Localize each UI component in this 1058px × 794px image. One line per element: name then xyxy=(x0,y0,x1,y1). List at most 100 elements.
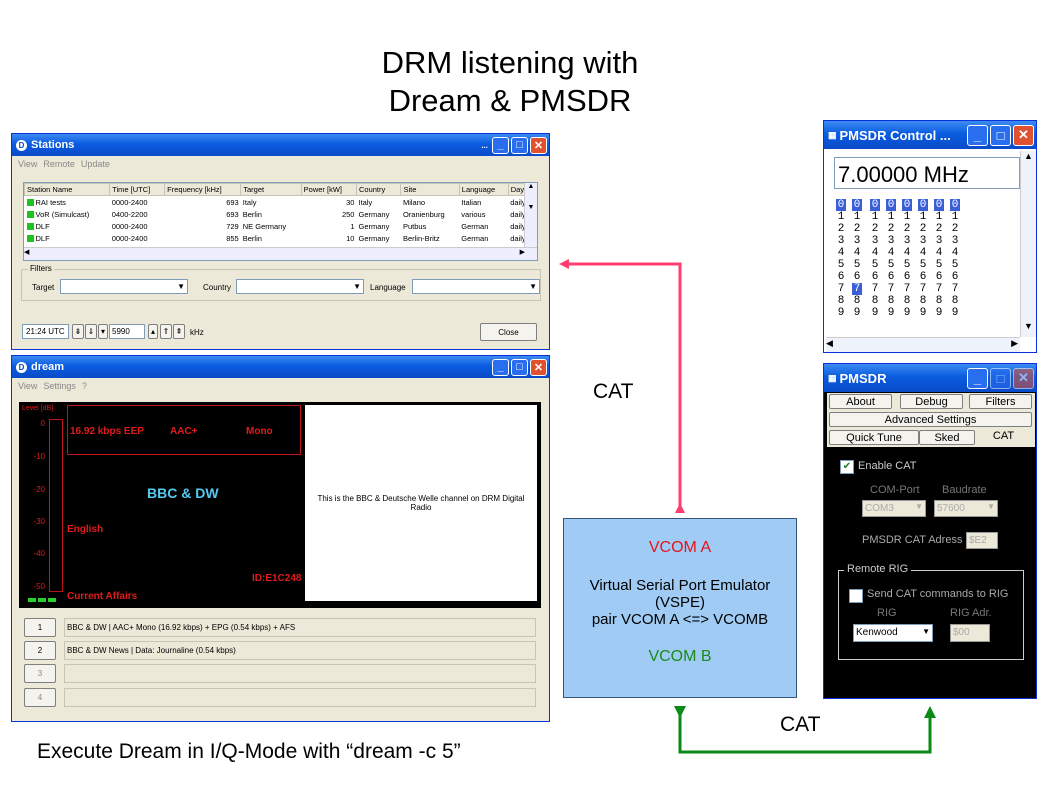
digit-cell[interactable]: 3 xyxy=(951,235,959,247)
digit-cell[interactable]: 5 xyxy=(853,259,861,271)
service-1-button[interactable]: 1 xyxy=(24,618,56,637)
close-window-button[interactable]: ✕ xyxy=(530,136,547,154)
menu-help[interactable]: ? xyxy=(81,381,87,391)
vertical-scrollbar[interactable]: ▲▼ xyxy=(524,183,537,249)
digit-cell[interactable]: 5 xyxy=(887,259,895,271)
digit-cell[interactable]: 9 xyxy=(853,307,861,319)
tab-filters[interactable]: Filters xyxy=(969,394,1032,409)
digit-cell[interactable]: 4 xyxy=(853,247,861,259)
digit-cell[interactable]: 8 xyxy=(951,295,959,307)
digit-cell[interactable]: 9 xyxy=(887,307,895,319)
enable-cat-checkbox[interactable]: ✔ xyxy=(840,460,854,474)
minimize-button[interactable]: _ xyxy=(492,358,509,376)
digit-cell[interactable]: 8 xyxy=(919,295,927,307)
digit-cell[interactable]: 0 xyxy=(918,199,928,211)
digit-cell[interactable]: 7 xyxy=(887,283,895,295)
maximize-button[interactable]: □ xyxy=(511,358,528,376)
service-4-button[interactable]: 4 xyxy=(24,688,56,707)
column-header[interactable]: Site xyxy=(400,183,460,196)
digit-cell[interactable]: 6 xyxy=(853,271,861,283)
digit-cell[interactable]: 2 xyxy=(951,223,959,235)
digit-cell[interactable]: 5 xyxy=(919,259,927,271)
digit-cell[interactable]: 7 xyxy=(919,283,927,295)
cat-adress-input[interactable]: $E2 xyxy=(966,532,998,549)
digit-cell[interactable]: 1 xyxy=(837,211,845,223)
digit-cell[interactable]: 5 xyxy=(935,259,943,271)
country-select[interactable]: ▼ xyxy=(236,279,364,294)
digit-cell[interactable]: 2 xyxy=(919,223,927,235)
baudrate-select[interactable]: 57600▼ xyxy=(934,500,998,517)
frequency-input[interactable]: 5990 xyxy=(109,324,145,339)
minimize-button[interactable]: _ xyxy=(967,367,988,389)
digit-cell[interactable]: 8 xyxy=(837,295,845,307)
digit-cell[interactable]: 7 xyxy=(852,283,862,295)
service-2-button[interactable]: 2 xyxy=(24,641,56,660)
digit-cell[interactable]: 5 xyxy=(837,259,845,271)
digit-cell[interactable]: 8 xyxy=(887,295,895,307)
digit-cell[interactable]: 6 xyxy=(837,271,845,283)
digit-cell[interactable]: 9 xyxy=(903,307,911,319)
close-window-button[interactable]: ✕ xyxy=(1013,367,1034,389)
digit-cell[interactable]: 6 xyxy=(887,271,895,283)
digit-cell[interactable]: 7 xyxy=(837,283,845,295)
digit-cell[interactable]: 2 xyxy=(837,223,845,235)
digit-cell[interactable]: 4 xyxy=(887,247,895,259)
rig-select[interactable]: Kenwood▼ xyxy=(853,624,933,642)
digit-cell[interactable]: 1 xyxy=(919,211,927,223)
digit-cell[interactable]: 0 xyxy=(852,199,862,211)
column-header[interactable]: Power [kW] xyxy=(300,183,357,196)
digit-cell[interactable]: 9 xyxy=(951,307,959,319)
digit-cell[interactable]: 8 xyxy=(853,295,861,307)
digit-cell[interactable]: 7 xyxy=(935,283,943,295)
language-select[interactable]: ▼ xyxy=(412,279,540,294)
column-header[interactable]: Country xyxy=(355,183,402,196)
tune-up-step-button[interactable]: ▴ xyxy=(148,324,158,339)
tab-advanced-settings[interactable]: Advanced Settings xyxy=(829,412,1032,427)
digit-cell[interactable]: 4 xyxy=(951,247,959,259)
digit-cell[interactable]: 8 xyxy=(871,295,879,307)
column-header[interactable]: Frequency [kHz] xyxy=(164,183,242,196)
column-header[interactable]: Language xyxy=(458,183,509,196)
menu-view[interactable]: View xyxy=(18,159,38,169)
digit-cell[interactable]: 4 xyxy=(919,247,927,259)
digit-cell[interactable]: 3 xyxy=(935,235,943,247)
digit-cell[interactable]: 4 xyxy=(871,247,879,259)
digit-cell[interactable]: 0 xyxy=(870,199,880,211)
digit-cell[interactable]: 8 xyxy=(903,295,911,307)
tune-down-fast-button[interactable]: ⇟ xyxy=(72,324,84,339)
digit-cell[interactable]: 7 xyxy=(903,283,911,295)
menu-update[interactable]: Update xyxy=(80,159,110,169)
digit-cell[interactable]: 2 xyxy=(853,223,861,235)
digit-cell[interactable]: 0 xyxy=(836,199,846,211)
digit-cell[interactable]: 4 xyxy=(903,247,911,259)
maximize-button[interactable]: □ xyxy=(990,367,1011,389)
tab-quick-tune[interactable]: Quick Tune xyxy=(829,430,919,445)
digit-cell[interactable]: 8 xyxy=(935,295,943,307)
digit-cell[interactable]: 3 xyxy=(871,235,879,247)
service-3-button[interactable]: 3 xyxy=(24,664,56,683)
digit-cell[interactable]: 6 xyxy=(935,271,943,283)
digit-cell[interactable]: 4 xyxy=(837,247,845,259)
menu-remote[interactable]: Remote xyxy=(43,159,75,169)
minimize-button[interactable]: _ xyxy=(967,124,988,146)
tab-about[interactable]: About xyxy=(829,394,892,409)
target-select[interactable]: ▼ xyxy=(60,279,188,294)
digit-cell[interactable]: 9 xyxy=(919,307,927,319)
digit-cell[interactable]: 2 xyxy=(903,223,911,235)
tune-up-fast-button[interactable]: ⇞ xyxy=(173,324,185,339)
digit-cell[interactable]: 1 xyxy=(853,211,861,223)
digit-cell[interactable]: 7 xyxy=(871,283,879,295)
digit-cell[interactable]: 2 xyxy=(935,223,943,235)
menu-settings[interactable]: Settings xyxy=(43,381,76,391)
digit-cell[interactable]: 9 xyxy=(871,307,879,319)
digit-cell[interactable]: 1 xyxy=(935,211,943,223)
tab-sked[interactable]: Sked xyxy=(919,430,975,445)
